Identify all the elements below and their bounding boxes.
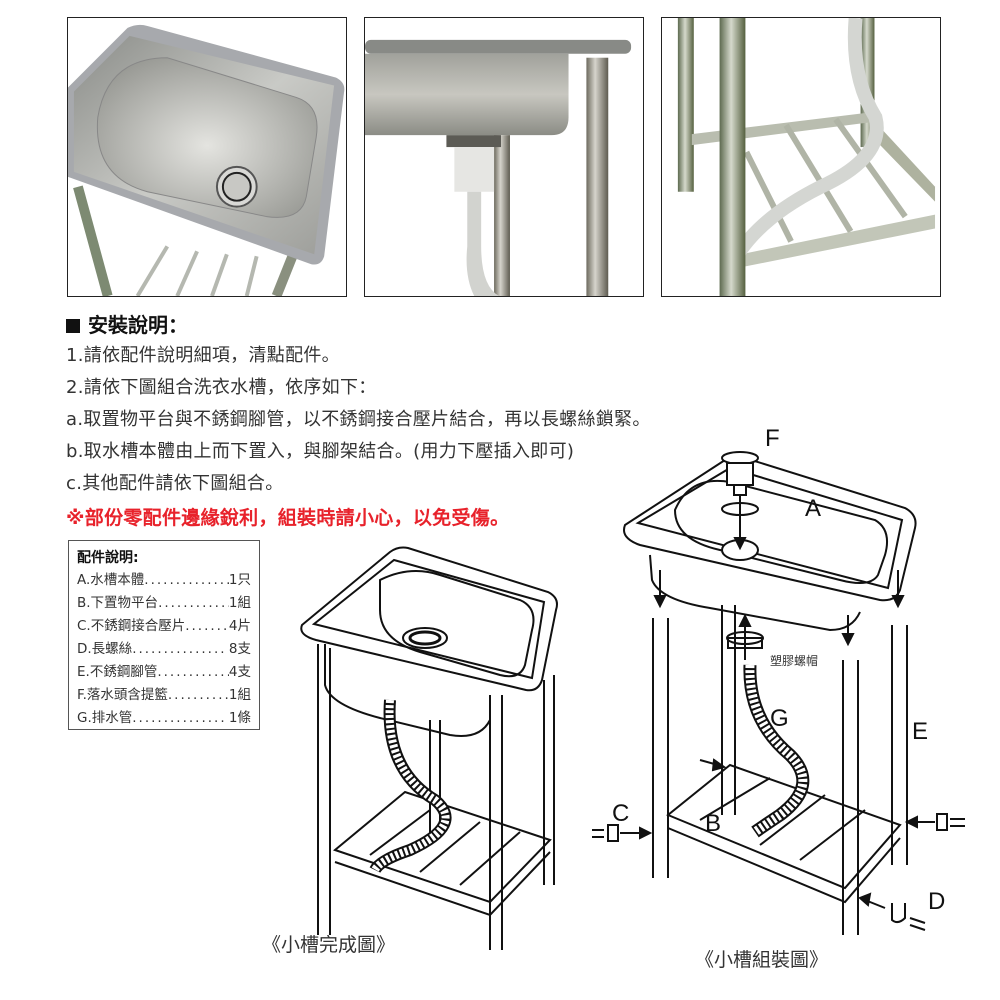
label-a: A (805, 495, 822, 522)
part-qty: 8支 (228, 641, 251, 657)
leader-dots: ............... (132, 710, 227, 726)
part-qty: 1組 (228, 595, 251, 611)
sink-top-view-photo (67, 17, 347, 297)
square-bullet-icon (66, 319, 80, 333)
instructions-title: 安裝說明： (66, 310, 651, 340)
shelf-frame-photo (661, 17, 941, 297)
part-name: C.不銹鋼接合壓片 (77, 618, 186, 634)
part-qty: 4片 (228, 618, 251, 634)
part-item: B.下置物平台...............1組 (77, 592, 251, 615)
leader-dots: ............... (167, 687, 229, 703)
part-name: A.水槽本體 (77, 572, 145, 588)
part-qty: 1組 (228, 687, 251, 703)
part-item: E.不銹鋼腳管...............4支 (77, 661, 251, 684)
part-name: D.長螺絲 (77, 641, 133, 657)
part-item: F.落水頭含提籃...............1組 (77, 684, 251, 707)
part-item: G.排水管...............1條 (77, 707, 251, 730)
part-name: F.落水頭含提籃 (77, 687, 168, 703)
label-g: G (770, 705, 789, 732)
label-d: D (928, 888, 946, 915)
instruction-line: 2.請依下圖組合洗衣水槽，依序如下： (66, 377, 377, 398)
label-b: B (705, 810, 722, 837)
leader-dots: ............... (158, 595, 229, 611)
completed-diagram-caption: 《小槽完成圖》 (262, 934, 396, 956)
part-name: E.不銹鋼腳管 (77, 664, 158, 680)
part-qty: 1只 (228, 572, 251, 588)
part-item: D.長螺絲...............8支 (77, 638, 251, 661)
installation-instructions: 安裝說明： 1.請依配件說明細項，清點配件。 2.請依下圖組合洗衣水槽，依序如下… (66, 310, 651, 536)
parts-list: 配件說明: A.水槽本體...............1只 B.下置物平台...… (68, 540, 260, 730)
leader-dots: ............... (157, 664, 229, 680)
parts-title: 配件說明: (77, 550, 139, 566)
safety-warning: ※部份零配件邊緣銳利，組裝時請小心，以免受傷。 (66, 507, 510, 529)
assembly-diagram-caption: 《小槽組裝圖》 (695, 949, 829, 971)
leader-dots: ............... (132, 641, 227, 657)
part-name: G.排水管 (77, 710, 133, 726)
part-qty: 4支 (228, 664, 251, 680)
label-e: E (912, 718, 929, 745)
instruction-line: a.取置物平台與不銹鋼腳管，以不銹鋼接合壓片結合，再以長螺絲鎖緊。 (66, 409, 651, 430)
completed-sink-diagram (280, 540, 580, 960)
assembly-diagram (580, 420, 990, 970)
instruction-line: c.其他配件請依下圖組合。 (66, 473, 284, 494)
leader-dots: ............... (185, 618, 229, 634)
leader-dots: ............... (144, 572, 229, 588)
instruction-line: b.取水槽本體由上而下置入，與腳架結合。(用力下壓插入即可) (66, 441, 575, 462)
part-item: C.不銹鋼接合壓片...............4片 (77, 615, 251, 638)
sink-drain-side-photo (364, 17, 644, 297)
part-qty: 1條 (228, 710, 251, 726)
instructions-title-text: 安裝說明： (88, 313, 188, 337)
label-f: F (765, 425, 780, 452)
instruction-line: 1.請依配件說明細項，清點配件。 (66, 345, 340, 366)
label-c: C (612, 800, 630, 827)
part-name: B.下置物平台 (77, 595, 159, 611)
plastic-nut-label: 塑膠螺帽 (770, 654, 819, 668)
part-item: A.水槽本體...............1只 (77, 569, 251, 592)
